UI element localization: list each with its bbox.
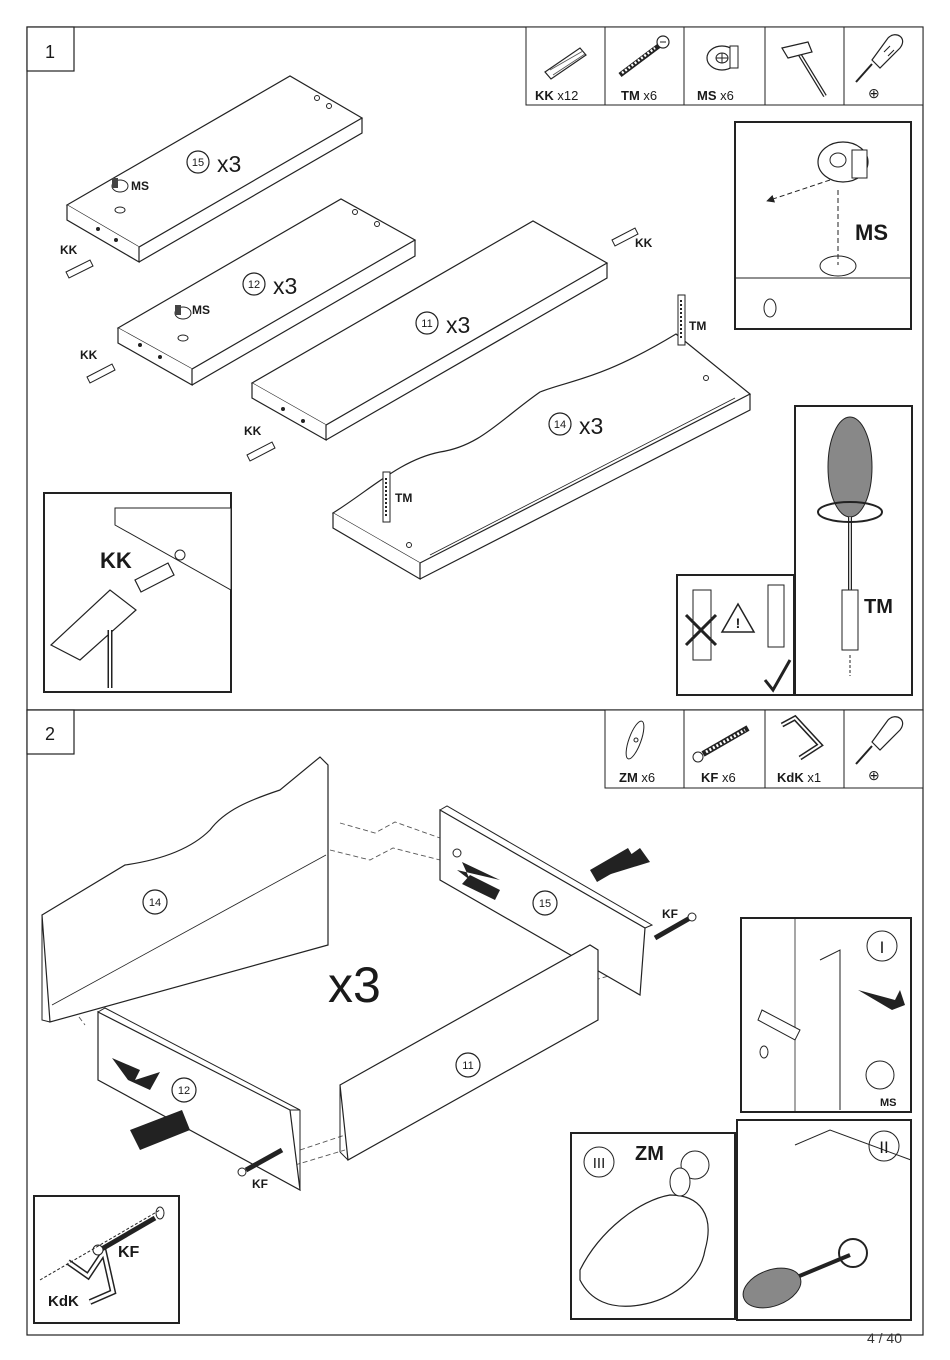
svg-text:KF x6: KF x6 [701,770,736,785]
svg-text:KK: KK [80,348,98,362]
svg-text:MS: MS [880,1097,897,1109]
svg-text:⊕: ⊕ [868,85,880,101]
svg-text:KF: KF [118,1244,140,1261]
svg-text:MS: MS [192,303,210,317]
svg-text:KdK x1: KdK x1 [777,770,821,785]
svg-text:MS: MS [131,179,149,193]
svg-text:KK: KK [635,236,653,250]
svg-text:TM: TM [395,491,412,505]
svg-text:II: II [879,1138,888,1157]
svg-text:12: 12 [178,1085,190,1097]
detail-kk-hammer: KK [44,493,231,692]
svg-text:11: 11 [421,318,432,330]
detail-ii-tighten: II [737,1120,911,1320]
svg-text:TM: TM [689,319,706,333]
multiplier: x3 [328,957,381,1013]
svg-text:III: III [593,1155,606,1172]
detail-iii-cover-cap: III ZM [571,1133,735,1319]
svg-text:MS x6: MS x6 [697,88,734,103]
svg-text:14: 14 [554,419,566,431]
step2-hardware-bar: ZM x6 KF x6 KdK x1 ⊕ [605,710,923,788]
svg-text:x3: x3 [446,312,470,338]
svg-text:KF: KF [662,907,678,921]
svg-text:15: 15 [192,157,204,169]
detail-kdk-hex-key: KF KdK [34,1196,179,1323]
panel-12-side: 12 KF [98,1008,300,1191]
svg-text:!: ! [736,615,741,631]
step1-number: 1 [45,42,55,62]
svg-text:KK: KK [60,243,78,257]
svg-text:KdK: KdK [48,1293,79,1310]
svg-text:x3: x3 [273,273,297,299]
step1-hardware-bar: KK x12 TM x6 MS x6 [526,27,923,105]
detail-i-cam-insert: I MS [741,918,911,1112]
svg-text:15: 15 [539,898,551,910]
svg-text:MS: MS [855,220,888,245]
svg-text:KK: KK [244,424,262,438]
detail-tm-screwdriver: TM [795,406,912,695]
svg-text:⊕: ⊕ [868,767,880,783]
page-number: 4 / 40 [867,1330,902,1346]
svg-text:KK x12: KK x12 [535,88,578,103]
svg-text:ZM x6: ZM x6 [619,770,655,785]
svg-text:TM x6: TM x6 [621,88,657,103]
svg-text:KF: KF [252,1177,268,1191]
panel-15-front: 15 [440,806,652,995]
svg-text:TM: TM [864,596,893,618]
detail-ms-insert: MS [735,122,911,329]
svg-text:KK: KK [100,548,132,573]
svg-text:I: I [880,938,885,957]
step2-number: 2 [45,724,55,744]
detail-tm-warning: ! [677,575,794,695]
svg-text:14: 14 [149,897,161,909]
svg-text:11: 11 [462,1060,473,1072]
svg-text:x3: x3 [579,413,603,439]
svg-text:ZM: ZM [635,1143,664,1165]
wooden-dowel-icon [87,364,115,383]
panel-14-back: 14 [42,757,328,1022]
svg-text:12: 12 [248,279,260,291]
wooden-dowel-icon [66,260,93,278]
cam-lock-icon [707,46,738,70]
svg-text:x3: x3 [217,151,241,177]
